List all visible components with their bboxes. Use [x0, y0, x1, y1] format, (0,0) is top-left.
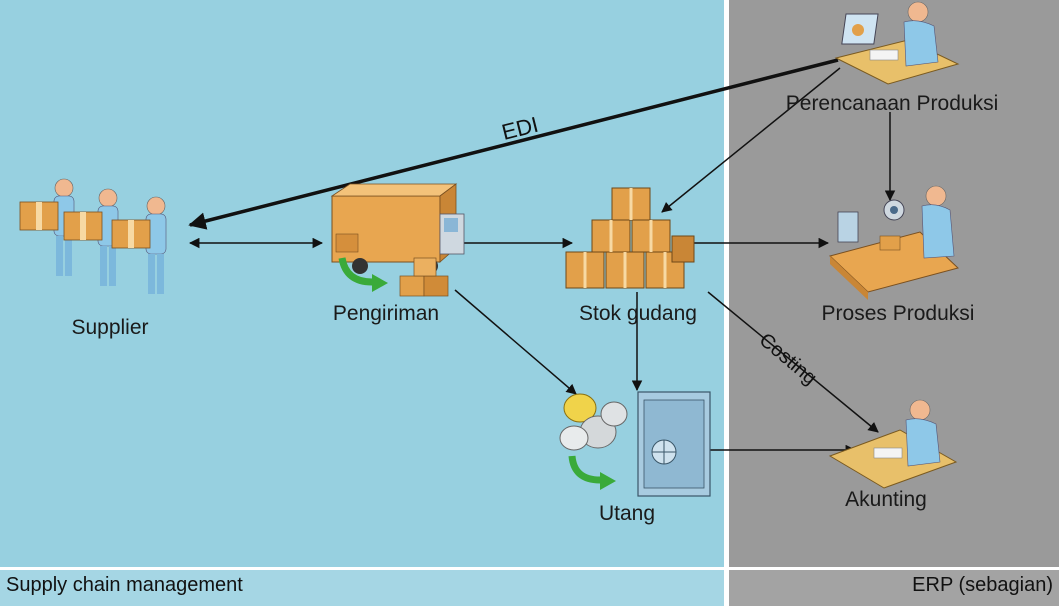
edge-label-costing: Costing	[755, 329, 821, 389]
truck-icon	[330, 183, 465, 297]
planning-desk-icon	[834, 1, 960, 85]
edge-label-edi: EDI	[499, 112, 541, 145]
node-label-perencanaan-produksi: Perencanaan Produksi	[785, 92, 999, 115]
safe-coins-icon	[559, 391, 711, 497]
accounting-desk-icon	[828, 399, 958, 489]
warehouse-boxes-icon	[565, 187, 695, 289]
node-label-supplier: Supplier	[71, 316, 149, 339]
node-label-akunting: Akunting	[845, 488, 927, 511]
edge-stok-akunting	[707, 291, 879, 433]
edge-perencanaan-stok	[661, 67, 841, 213]
node-label-proses-produksi: Proses Produksi	[821, 302, 975, 325]
node-label-pengiriman: Pengiriman	[332, 302, 440, 325]
edge-edi	[188, 58, 839, 230]
zone-label-scm: Supply chain management	[6, 574, 243, 596]
erp-footer	[729, 570, 1059, 606]
supplier-icon	[19, 178, 167, 294]
node-label-stok-gudang: Stok gudang	[579, 302, 697, 325]
scm-footer	[0, 570, 724, 606]
edge-pengiriman-utang	[454, 289, 577, 395]
zone-label-erp: ERP (sebagian)	[912, 574, 1053, 596]
edges	[188, 58, 896, 456]
production-line-icon	[829, 185, 959, 300]
node-label-utang: Utang	[598, 502, 656, 525]
